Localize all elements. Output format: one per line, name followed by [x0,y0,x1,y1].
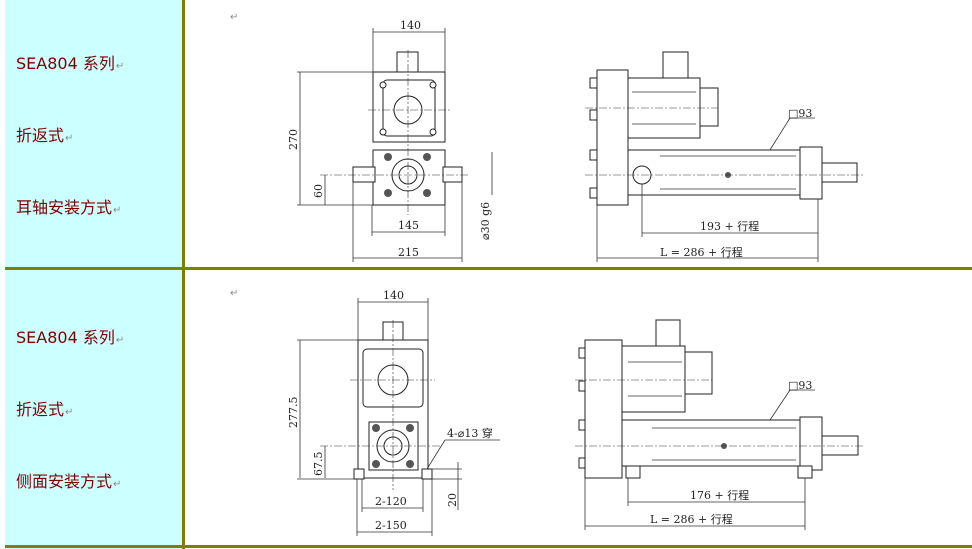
dim-width: 140 [400,19,421,32]
dim-total: L = 286 + 行程 [660,246,743,259]
hole-note: 4-⌀13 穿 [447,426,493,440]
dim-base-width: 145 [398,219,419,232]
dim-inner: 193 + 行程 [700,220,759,233]
dim-shaft-span: 215 [398,246,419,259]
row-divider [5,267,972,270]
return-mark: ↵ [115,335,125,346]
type-text: 折返式 [16,400,65,419]
front-view-trunnion [297,28,493,262]
dim-foot-height: 20 [446,493,459,507]
type-text: 折返式 [16,126,65,145]
series-label: SEA804 系列↵ [16,324,124,348]
mount-text: 侧面安装方式 [16,472,113,491]
dim-axis-height: 60 [312,184,325,198]
dim-axis-height: 67.5 [312,452,325,477]
return-mark: ↵ [115,61,125,72]
series-text: SEA804 系列 [16,54,115,73]
label-column [5,0,183,549]
return-mark: ↵ [113,205,122,216]
row-divider [5,545,972,548]
type-label: 折返式↵ [16,396,73,420]
square-size: □93 [788,107,812,120]
return-mark: ↵ [230,12,239,23]
side-view-trunnion [585,51,865,262]
dim-shaft-diameter: ⌀30 g6 [479,202,492,240]
return-mark: ↵ [113,479,122,490]
return-mark: ↵ [65,407,74,418]
series-label: SEA804 系列↵ [16,50,124,74]
dim-height: 277.5 [287,397,300,429]
mount-text: 耳轴安装方式 [16,198,113,217]
return-mark: ↵ [65,133,74,144]
column-divider [182,0,185,549]
mount-label: 耳轴安装方式↵ [16,194,121,218]
dim-hole-spacing: 2-120 [375,495,407,508]
front-view-side-mount [297,298,500,536]
dim-height: 270 [287,129,300,150]
dim-inner: 176 + 行程 [690,489,749,502]
mount-label: 侧面安装方式↵ [16,468,121,492]
type-label: 折返式↵ [16,122,73,146]
square-size: □93 [788,379,812,392]
dim-base-width: 2-150 [375,519,407,532]
dim-width: 140 [383,289,404,302]
return-mark: ↵ [230,288,239,299]
side-view-side-mount [575,319,865,530]
dim-total: L = 286 + 行程 [650,513,733,526]
series-text: SEA804 系列 [16,328,115,347]
